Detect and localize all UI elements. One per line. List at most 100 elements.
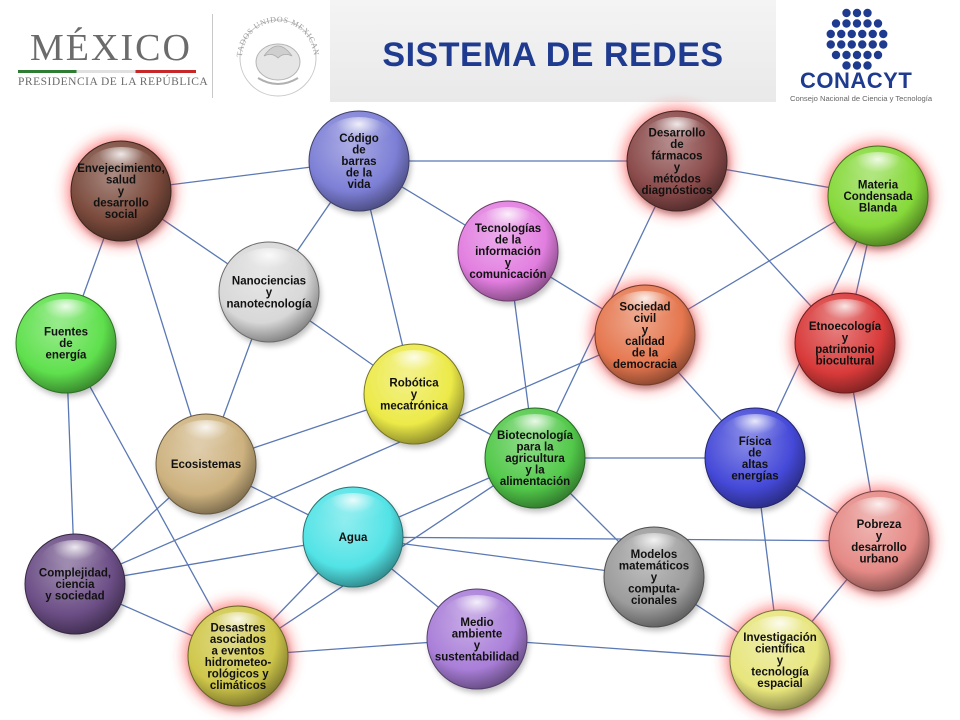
node-label-line: rológicos y bbox=[207, 668, 269, 680]
node-label-line: Desastres bbox=[211, 622, 266, 634]
conacyt-dot bbox=[858, 29, 867, 39]
conacyt-dot bbox=[842, 61, 851, 70]
node-highlight bbox=[172, 420, 240, 460]
node-label-line: matemáticos bbox=[619, 561, 689, 573]
node-label-line: de bbox=[59, 338, 72, 350]
node-label-line: Complejidad, bbox=[39, 568, 111, 580]
node-label-line: y bbox=[266, 287, 273, 299]
node-label-line: y bbox=[411, 389, 418, 401]
node-label-line: agricultura bbox=[505, 453, 565, 465]
edge-agua-pobreza bbox=[352, 536, 880, 542]
conacyt-subtitle: Consejo Nacional de Ciencia y Tecnología bbox=[790, 94, 933, 103]
node-label-line: Investigación bbox=[743, 632, 817, 644]
conacyt-dot bbox=[852, 19, 862, 28]
node-ecosistemas: Ecosistemas bbox=[155, 413, 258, 518]
node-label-line: y sociedad bbox=[45, 591, 104, 603]
node-label-line: y bbox=[118, 186, 125, 198]
node-label-line: Física bbox=[739, 436, 772, 448]
node-label-line: social bbox=[105, 209, 138, 221]
node-label-line: vida bbox=[347, 179, 371, 191]
node-label-line: Sociedad bbox=[619, 301, 670, 313]
conacyt-dot bbox=[852, 8, 862, 18]
node-label-line: Materia bbox=[858, 180, 899, 192]
node-label-line: Etnoecología bbox=[809, 321, 882, 333]
conacyt-dot bbox=[879, 29, 888, 39]
node-label-line: altas bbox=[742, 459, 768, 471]
national-seal-icon: ESTADOS UNIDOS MEXICANOS bbox=[228, 6, 320, 97]
conacyt-dot bbox=[826, 40, 835, 49]
node-highlight bbox=[204, 612, 272, 652]
node-label-line: ambiente bbox=[452, 628, 503, 640]
node-label-line: biocultural bbox=[816, 355, 875, 367]
node-label-line: calidad bbox=[625, 336, 665, 348]
node-label-line: de bbox=[748, 447, 761, 459]
conacyt-dot bbox=[852, 50, 862, 60]
node-label-line: Modelos bbox=[631, 549, 678, 561]
node-label-line: y la bbox=[525, 465, 545, 477]
node-label-line: para la bbox=[516, 442, 554, 454]
node-label-line: Tecnologías bbox=[475, 223, 541, 235]
node-label-line: energía bbox=[46, 350, 88, 362]
edge-sociedad-complejidad bbox=[74, 334, 646, 585]
conacyt-dot bbox=[863, 50, 872, 60]
node-label: Ecosistemas bbox=[171, 459, 241, 471]
node-label-line: Biotecnología bbox=[497, 430, 574, 442]
node-label-line: desarrollo bbox=[93, 198, 149, 210]
node-label-line: Envejecimiento, bbox=[77, 163, 165, 175]
node-label-line: y bbox=[474, 640, 481, 652]
node-label-line: a eventos bbox=[211, 645, 264, 657]
conacyt-logo: CONACYT Consejo Nacional de Ciencia y Te… bbox=[786, 6, 956, 106]
conacyt-dot bbox=[863, 61, 872, 70]
presidencia-label: PRESIDENCIA DE LA REPÚBLICA bbox=[18, 76, 209, 88]
header: MÉXICO PRESIDENCIA DE LA REPÚBLICA ESTAD… bbox=[0, 0, 960, 108]
node-label-line: de la bbox=[632, 347, 659, 359]
node-highlight bbox=[319, 493, 387, 533]
node-label-line: de bbox=[352, 145, 365, 157]
conacyt-dot bbox=[863, 8, 872, 18]
node-label-line: Condensada bbox=[843, 191, 913, 203]
node-label: Agua bbox=[339, 532, 368, 544]
node-label-line: Robótica bbox=[389, 378, 439, 390]
node-label-line: Nanociencias bbox=[232, 276, 306, 288]
mexico-wordmark: MÉXICO bbox=[30, 27, 192, 69]
node-label-line: sustentabilidad bbox=[435, 651, 519, 663]
node-label-line: de la bbox=[495, 235, 522, 247]
node-label-line: de la bbox=[346, 168, 373, 180]
edge-fuentes-desastres bbox=[65, 342, 239, 657]
mexico-tricolor-rule bbox=[18, 70, 196, 73]
node-label-line: nanotecnología bbox=[227, 299, 313, 311]
node-label-line: científica bbox=[755, 644, 805, 656]
node-label-line: Pobreza bbox=[857, 519, 902, 531]
node-label-line: y bbox=[651, 572, 658, 584]
node-label-line: y bbox=[876, 530, 883, 542]
conacyt-dot bbox=[879, 40, 888, 49]
conacyt-wordmark: CONACYT bbox=[800, 68, 913, 93]
conacyt-dot bbox=[837, 40, 846, 49]
conacyt-dot bbox=[847, 40, 856, 49]
node-label-line: comunicación bbox=[469, 269, 546, 281]
node-highlight bbox=[620, 533, 688, 573]
node-highlight bbox=[32, 299, 100, 339]
